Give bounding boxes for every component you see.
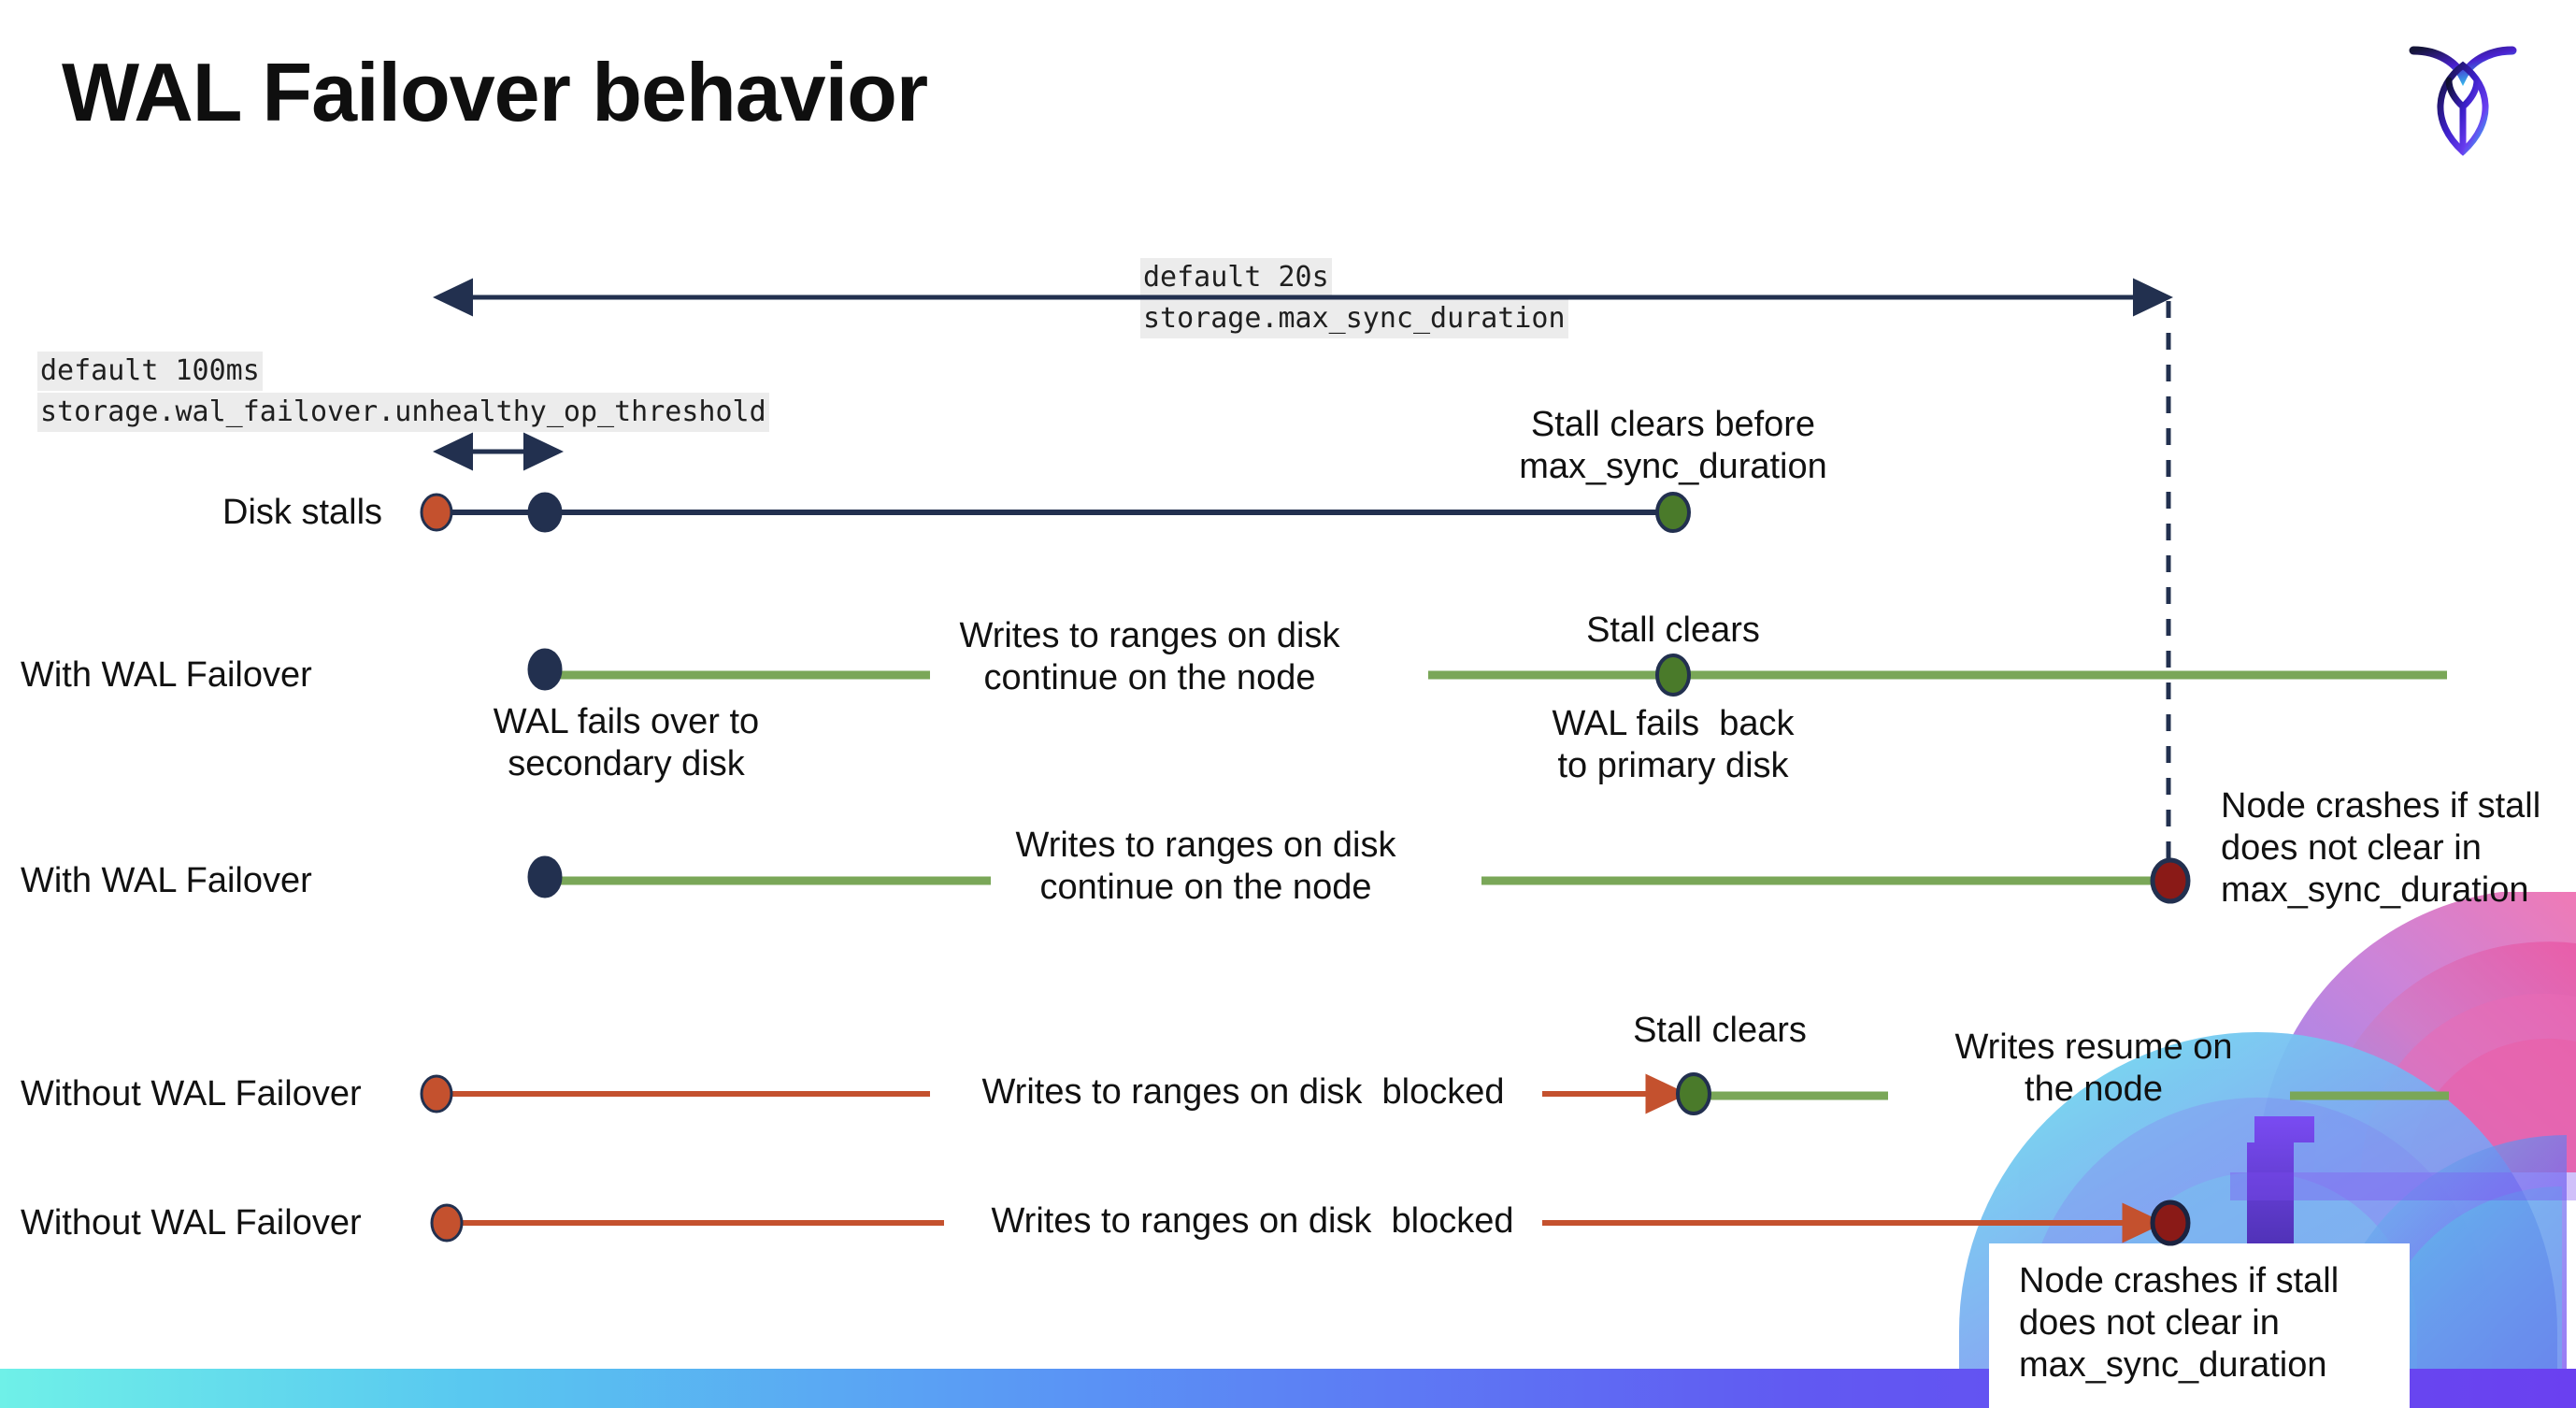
no-failover-2-start-marker [430, 1203, 464, 1243]
row-label-with-wal-failover-2: With WAL Failover [21, 861, 312, 900]
annotation-writes-resume: Writes resume on the node [1954, 1027, 2233, 1109]
disk-stalls-start-marker [420, 493, 453, 532]
disk-stalls-clear-marker [1655, 492, 1691, 533]
annotation-wal-fails-back: WAL fails back to primary disk [1552, 704, 1795, 785]
annotation-stall-clears-before: Stall clears before max_sync_duration [1519, 405, 1827, 486]
annotation-node-crashes-row3: Node crashes if stall does not clear in … [2221, 786, 2541, 910]
page-title: WAL Failover behavior [62, 46, 928, 138]
row-label-disk-stalls: Disk stalls [222, 493, 383, 532]
unhealthy-op-default-chip: default 100ms [37, 352, 263, 391]
cockroachdb-logo-icon [2402, 32, 2524, 163]
bottom-bar-mask [1989, 1369, 2410, 1408]
wal-failover-2-crash-marker [2150, 857, 2191, 904]
no-failover-1-clear-marker [1676, 1072, 1711, 1115]
annotation-writes-continue-row3: Writes to ranges on disk continue on the… [1015, 826, 1396, 907]
no-failover-1-start-marker [420, 1074, 453, 1113]
annotation-writes-blocked-row4: Writes to ranges on disk blocked [981, 1072, 1505, 1112]
wal-failover-2-start-marker [527, 855, 563, 898]
annotation-wal-fails-over: WAL fails over to secondary disk [493, 702, 760, 783]
row-label-with-wal-failover-1: With WAL Failover [21, 655, 312, 695]
wal-failover-1-clear-marker [1655, 654, 1691, 697]
row-label-without-wal-failover-1: Without WAL Failover [21, 1074, 362, 1113]
row-label-without-wal-failover-2: Without WAL Failover [21, 1203, 362, 1243]
wal-failover-1-start-marker [527, 648, 563, 691]
annotation-stall-clears-row4: Stall clears [1633, 1011, 1807, 1050]
unhealthy-op-setting-chip: storage.wal_failover.unhealthy_op_thresh… [37, 393, 769, 432]
annotation-writes-blocked-row5: Writes to ranges on disk blocked [991, 1201, 1514, 1241]
annotation-writes-continue-row2: Writes to ranges on disk continue on the… [959, 616, 1340, 697]
no-failover-2-crash-marker [2150, 1200, 2191, 1246]
disk-stalls-threshold-marker [527, 492, 563, 533]
annotation-stall-clears-row2: Stall clears [1586, 611, 1760, 650]
annotation-node-crashes-row5: Node crashes if stall does not clear in … [2019, 1261, 2340, 1385]
